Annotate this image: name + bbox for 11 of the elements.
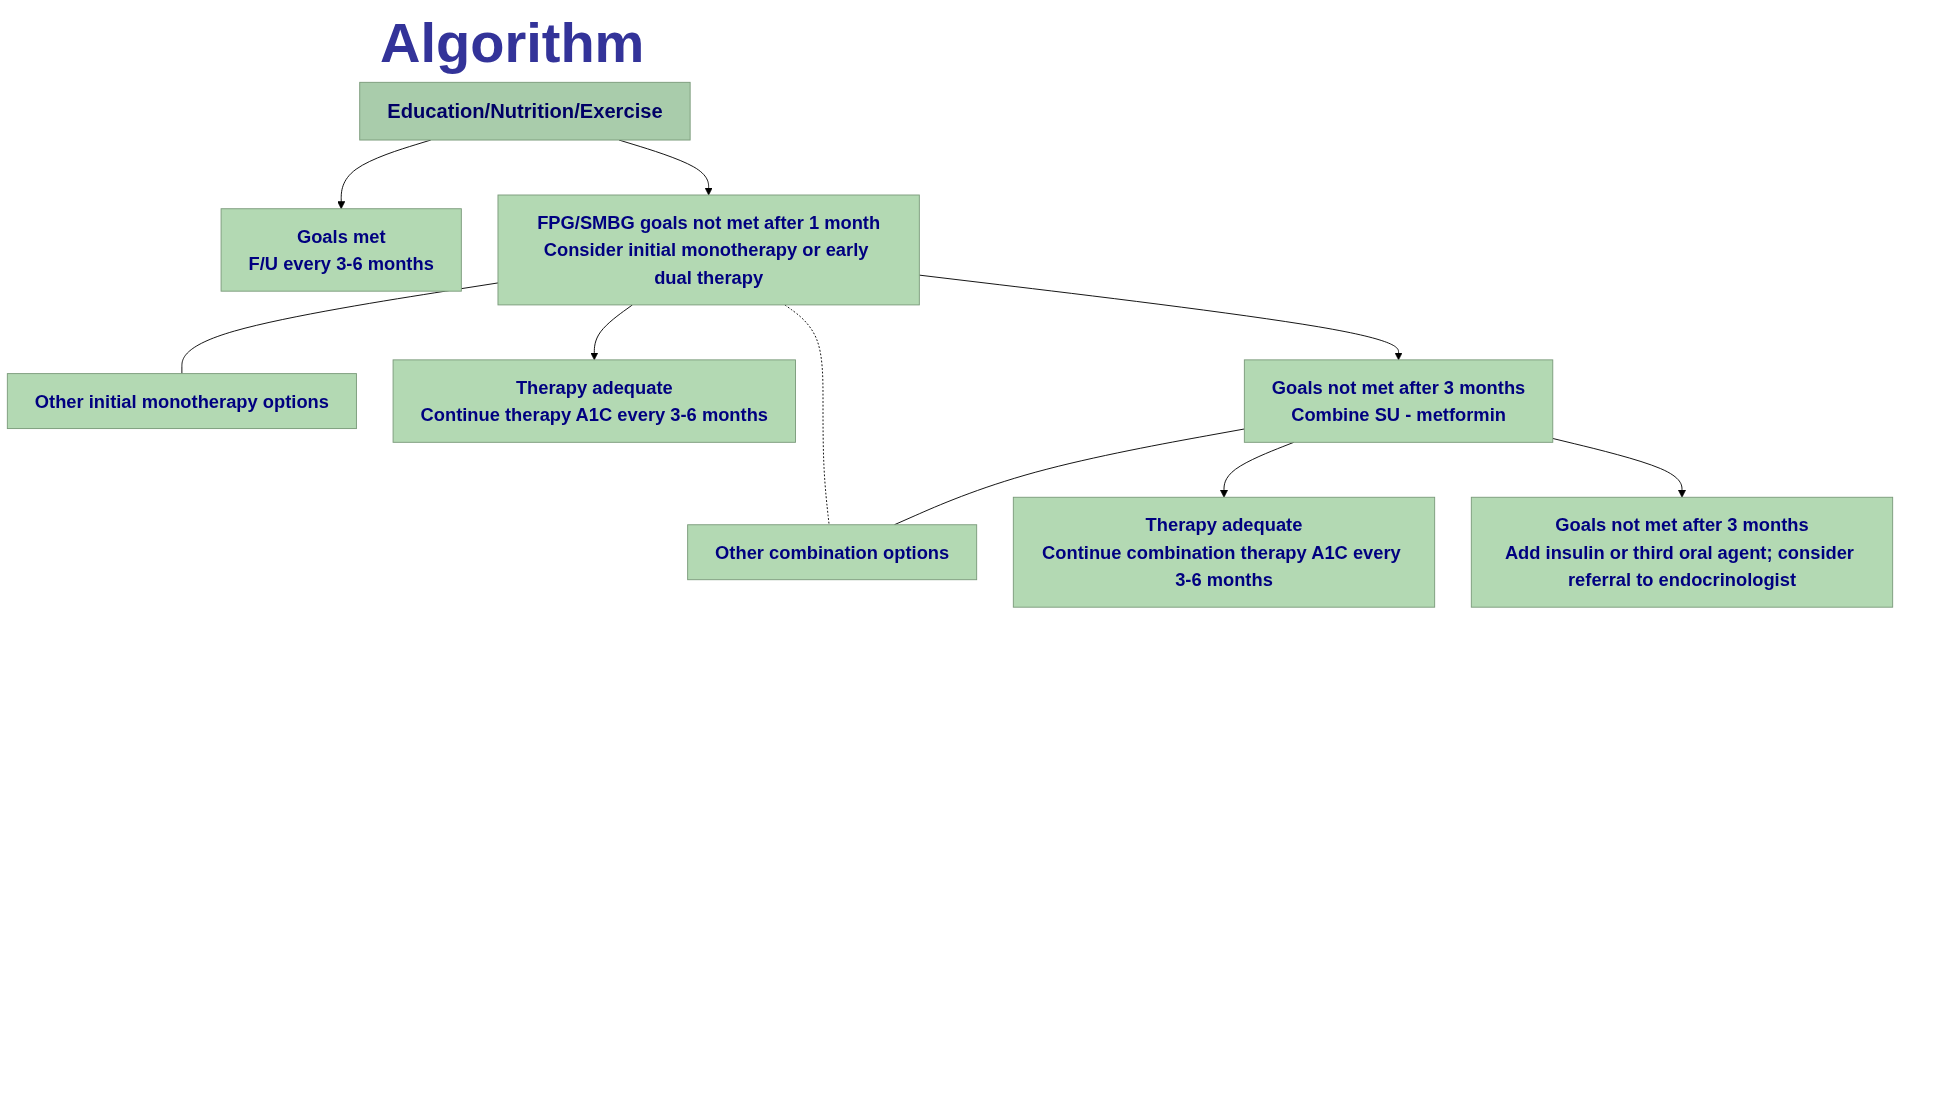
node-box: Education/Nutrition/Exercise — [359, 81, 691, 141]
connector — [181, 282, 499, 375]
node-box: Therapy adequate Continue combination therapy A1C every 3-6 months — [1012, 496, 1436, 608]
node-box: Goals not met after 3 months Combine SU - metformin — [1243, 359, 1554, 443]
node-box: Goals met F/U every 3-6 months — [220, 208, 462, 292]
title: Algorithm — [380, 10, 646, 75]
node-box: Other initial monotherapy options — [6, 373, 357, 430]
node-box: Other combination options — [687, 524, 978, 581]
node-box: FPG/SMBG goals not met after 1 month Consider initial monotherapy or early dual therapy — [497, 194, 920, 306]
node-box: Therapy adequate Continue therapy A1C every 3-6 months — [392, 359, 796, 443]
node-box: Goals not met after 3 months Add insulin or third oral agent; consider referral to endocrinologist — [1470, 496, 1894, 608]
